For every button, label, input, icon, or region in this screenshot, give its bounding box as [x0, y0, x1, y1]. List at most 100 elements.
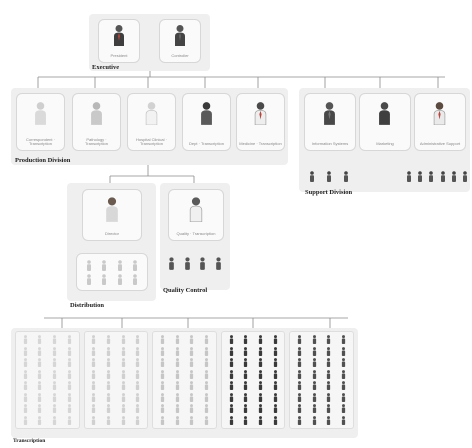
person-icon	[273, 404, 278, 413]
person-icon	[174, 24, 186, 51]
person-icon	[160, 370, 165, 379]
person-icon	[341, 393, 346, 402]
person-icon	[312, 404, 317, 413]
person-icon	[37, 381, 42, 390]
person-icon	[258, 335, 263, 344]
position-card-administrative-support[interactable]: Administrative Support	[414, 93, 466, 151]
person-icon	[326, 335, 331, 344]
production-group: Correspondent · Transcription Pathology …	[11, 88, 288, 165]
person-icon	[312, 393, 317, 402]
person-icon	[229, 381, 234, 390]
position-label: Correspondent · Transcription	[19, 138, 62, 147]
person-icon	[135, 381, 140, 390]
person-icon	[204, 393, 209, 402]
person-icon	[52, 404, 57, 413]
person-icon	[37, 347, 42, 356]
person-icon	[189, 335, 194, 344]
person-icon	[229, 347, 234, 356]
person-icon	[160, 358, 165, 367]
person-icon	[67, 347, 72, 356]
person-icon	[135, 358, 140, 367]
position-label: Quality · Transcription	[171, 232, 221, 237]
position-card-controller[interactable]: Controller	[159, 19, 201, 63]
person-icon	[132, 274, 138, 285]
person-icon	[121, 416, 126, 425]
person-icon	[106, 404, 111, 413]
person-icon	[121, 370, 126, 379]
person-icon	[121, 358, 126, 367]
position-card-hospital[interactable]: Hospital Clinical · Transcription	[127, 93, 176, 151]
person-icon	[106, 381, 111, 390]
person-icon	[106, 335, 111, 344]
person-icon	[91, 370, 96, 379]
person-icon	[254, 101, 267, 130]
person-icon	[23, 381, 28, 390]
support-staff-right	[406, 171, 468, 183]
person-icon	[37, 358, 42, 367]
person-icon	[121, 404, 126, 413]
person-icon	[121, 347, 126, 356]
person-icon	[341, 347, 346, 356]
person-icon	[175, 393, 180, 402]
person-icon	[189, 393, 194, 402]
person-icon	[135, 347, 140, 356]
position-card-director[interactable]: Director	[82, 189, 142, 241]
person-icon	[105, 196, 119, 227]
person-icon	[312, 381, 317, 390]
person-icon	[67, 358, 72, 367]
support-staff-left	[309, 171, 349, 183]
person-icon	[91, 416, 96, 425]
quality-staff	[168, 257, 222, 271]
person-icon	[189, 370, 194, 379]
executive-group: President Controller Executive	[89, 14, 210, 71]
person-icon	[297, 358, 302, 367]
person-icon	[326, 416, 331, 425]
position-card-marketing[interactable]: Marketing	[359, 93, 411, 151]
position-card-information-systems[interactable]: Information Systems	[304, 93, 356, 151]
position-card-quality[interactable]: Quality · Transcription	[168, 189, 224, 241]
person-icon	[326, 370, 331, 379]
person-icon	[132, 260, 138, 271]
person-icon	[243, 358, 248, 367]
person-icon	[189, 358, 194, 367]
person-icon	[37, 393, 42, 402]
person-icon	[168, 257, 175, 270]
person-icon	[199, 257, 206, 270]
position-label: Dept · Transcription	[185, 142, 228, 147]
person-icon	[121, 393, 126, 402]
transcription-column	[15, 331, 80, 429]
person-icon	[175, 416, 180, 425]
person-icon	[86, 260, 92, 271]
person-icon	[229, 370, 234, 379]
position-card-dept[interactable]: Dept · Transcription	[182, 93, 231, 151]
position-card-president[interactable]: President	[98, 19, 140, 63]
quality-group: Quality · Transcription Quality Control	[160, 183, 230, 290]
person-icon	[86, 274, 92, 285]
person-icon	[91, 393, 96, 402]
person-icon	[243, 381, 248, 390]
person-icon	[52, 370, 57, 379]
position-card-medicine[interactable]: Medicine · Transcription	[236, 93, 285, 151]
person-icon	[175, 381, 180, 390]
person-icon	[135, 416, 140, 425]
person-icon	[297, 416, 302, 425]
distribution-staff	[81, 258, 143, 286]
transcription-column	[152, 331, 217, 429]
person-icon	[204, 358, 209, 367]
person-icon	[106, 347, 111, 356]
person-icon	[229, 416, 234, 425]
person-icon	[204, 404, 209, 413]
position-card-pathology[interactable]: Pathology · Transcription	[72, 93, 121, 151]
distribution-staff-box	[76, 253, 148, 291]
distribution-group: Director Distribution	[67, 183, 156, 301]
person-icon	[175, 335, 180, 344]
person-icon	[258, 381, 263, 390]
person-icon	[326, 347, 331, 356]
person-icon	[323, 101, 336, 130]
person-icon	[23, 335, 28, 344]
person-icon	[312, 370, 317, 379]
position-card-correspondent[interactable]: Correspondent · Transcription	[16, 93, 65, 151]
person-icon	[121, 381, 126, 390]
person-icon	[67, 370, 72, 379]
person-icon	[189, 347, 194, 356]
